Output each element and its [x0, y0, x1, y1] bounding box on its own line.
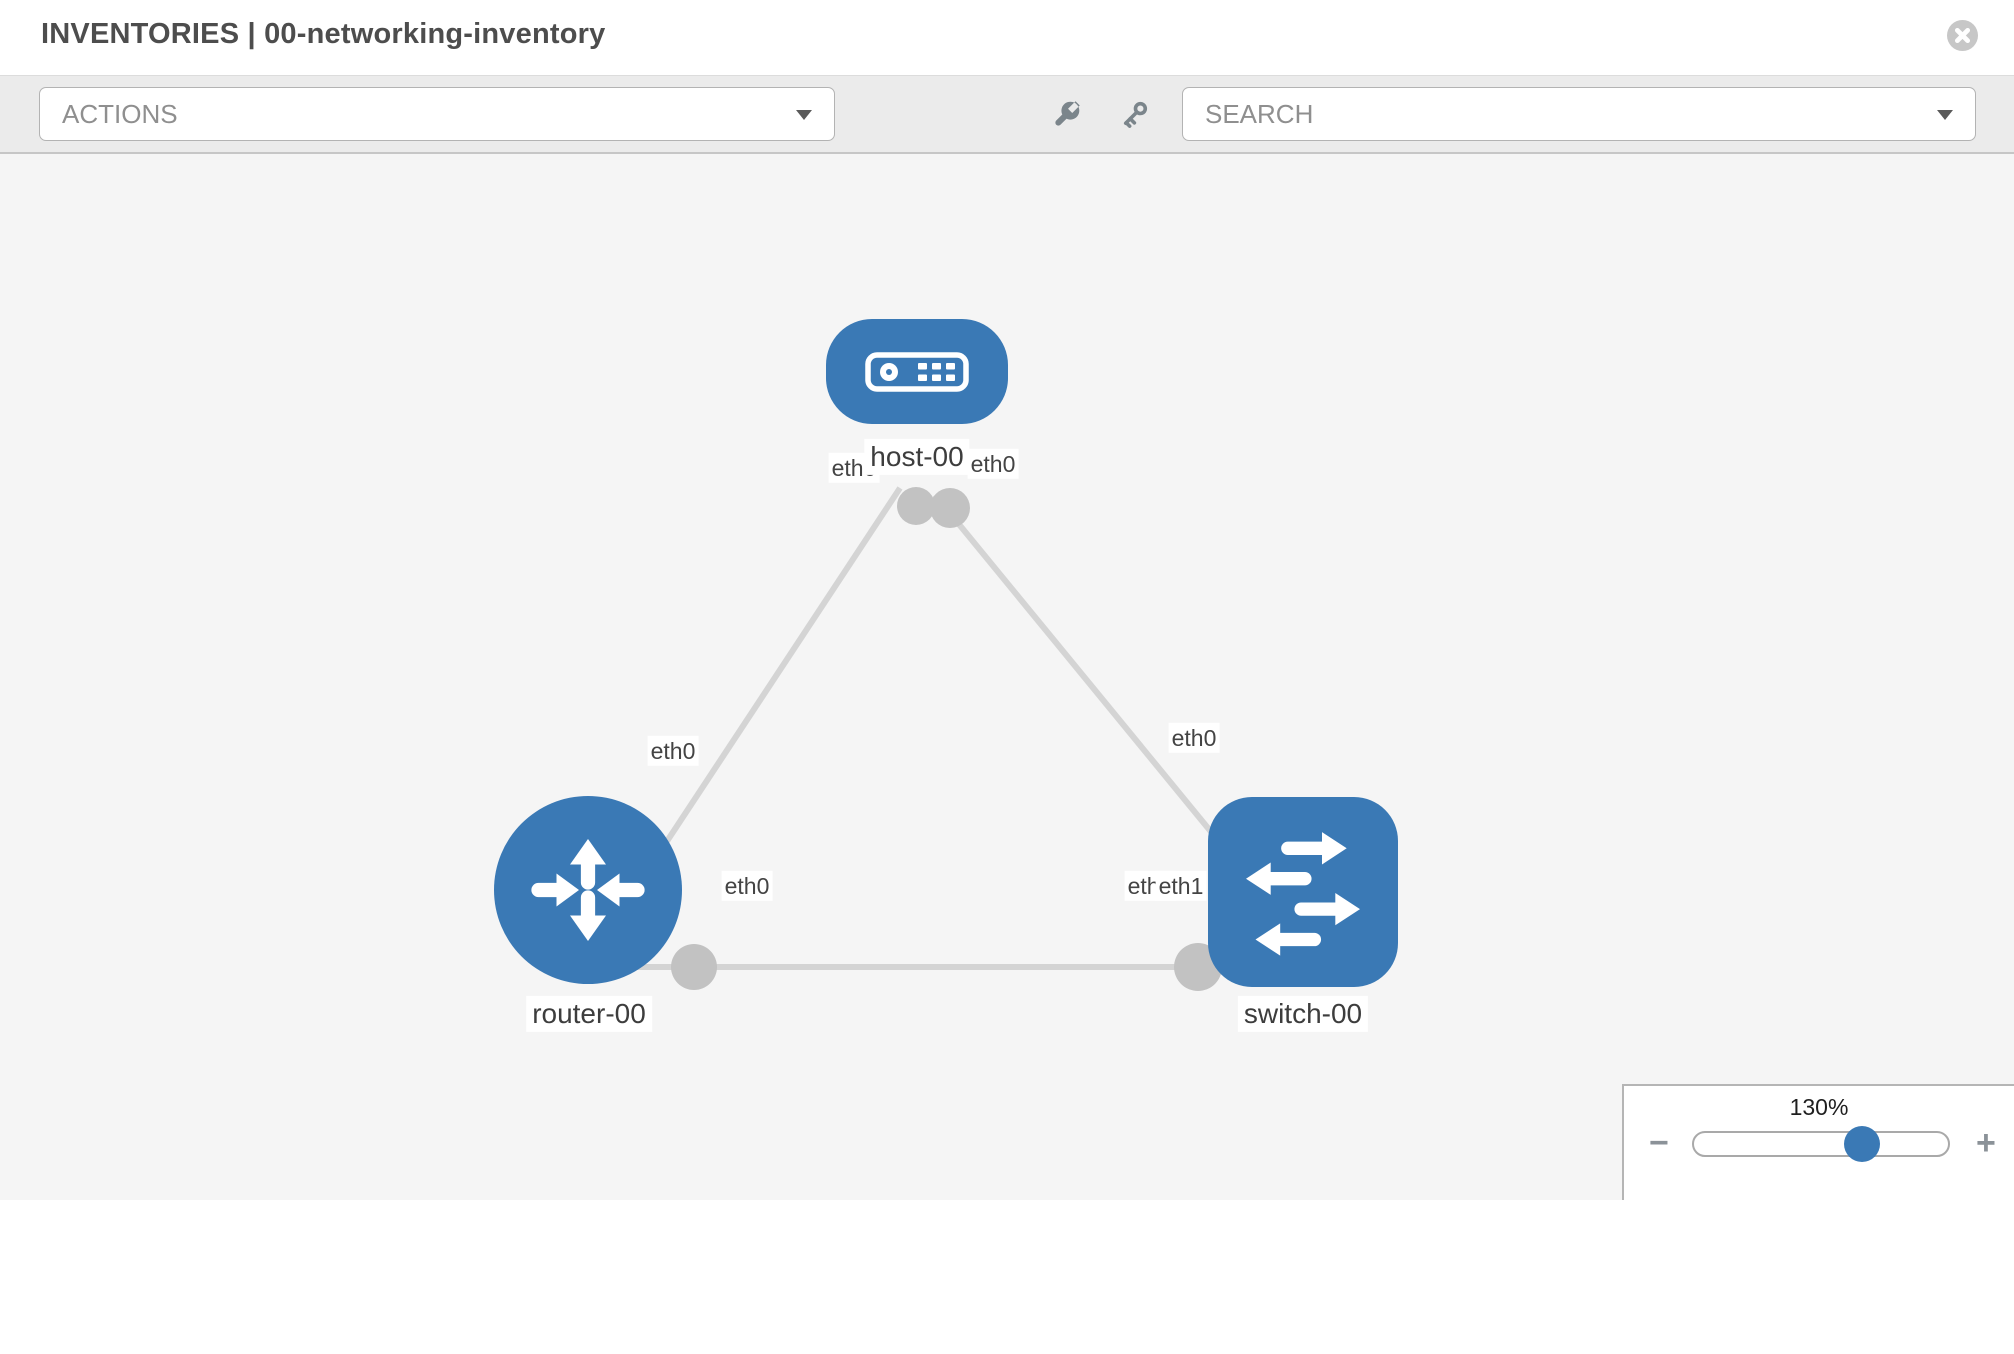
node-switch-00[interactable] [1208, 797, 1398, 987]
wrench-icon[interactable] [1049, 98, 1083, 132]
zoom-slider-handle[interactable] [1843, 1126, 1880, 1162]
node-label-host: host-00 [864, 438, 970, 476]
node-router-00[interactable] [494, 796, 682, 984]
actions-dropdown-label: ACTIONS [62, 99, 178, 129]
node-label-router: router-00 [526, 995, 652, 1033]
header-bar: INVENTORIES | 00-networking-inventory [0, 0, 2014, 76]
switch-icon [1246, 832, 1360, 956]
key-icon[interactable] [1117, 98, 1151, 132]
router-icon [531, 839, 645, 941]
actions-dropdown[interactable]: ACTIONS [39, 87, 835, 141]
close-icon [1947, 20, 1978, 51]
zoom-out-button[interactable]: − [1649, 1124, 1669, 1162]
toolbar: ACTIONS SEARCH [0, 76, 2014, 154]
search-dropdown[interactable]: SEARCH [1182, 87, 1976, 141]
interface-dot [897, 487, 935, 525]
zoom-control: 130% − + [1622, 1084, 2014, 1200]
chevron-down-icon [796, 110, 812, 120]
search-dropdown-label: SEARCH [1205, 99, 1314, 129]
page-title: INVENTORIES | 00-networking-inventory [41, 18, 606, 50]
host-device-icon [865, 351, 969, 392]
chevron-down-icon [1937, 110, 1953, 120]
node-label-switch: switch-00 [1237, 995, 1369, 1033]
zoom-slider[interactable] [1692, 1126, 1950, 1162]
zoom-in-button[interactable]: + [1976, 1124, 1996, 1162]
node-host-00[interactable] [826, 319, 1008, 424]
interface-dot [671, 944, 717, 990]
link-host-switch[interactable] [932, 493, 1265, 896]
zoom-level: 130% [1789, 1094, 1849, 1120]
close-button[interactable] [1947, 20, 1978, 51]
interface-dot [930, 488, 970, 528]
